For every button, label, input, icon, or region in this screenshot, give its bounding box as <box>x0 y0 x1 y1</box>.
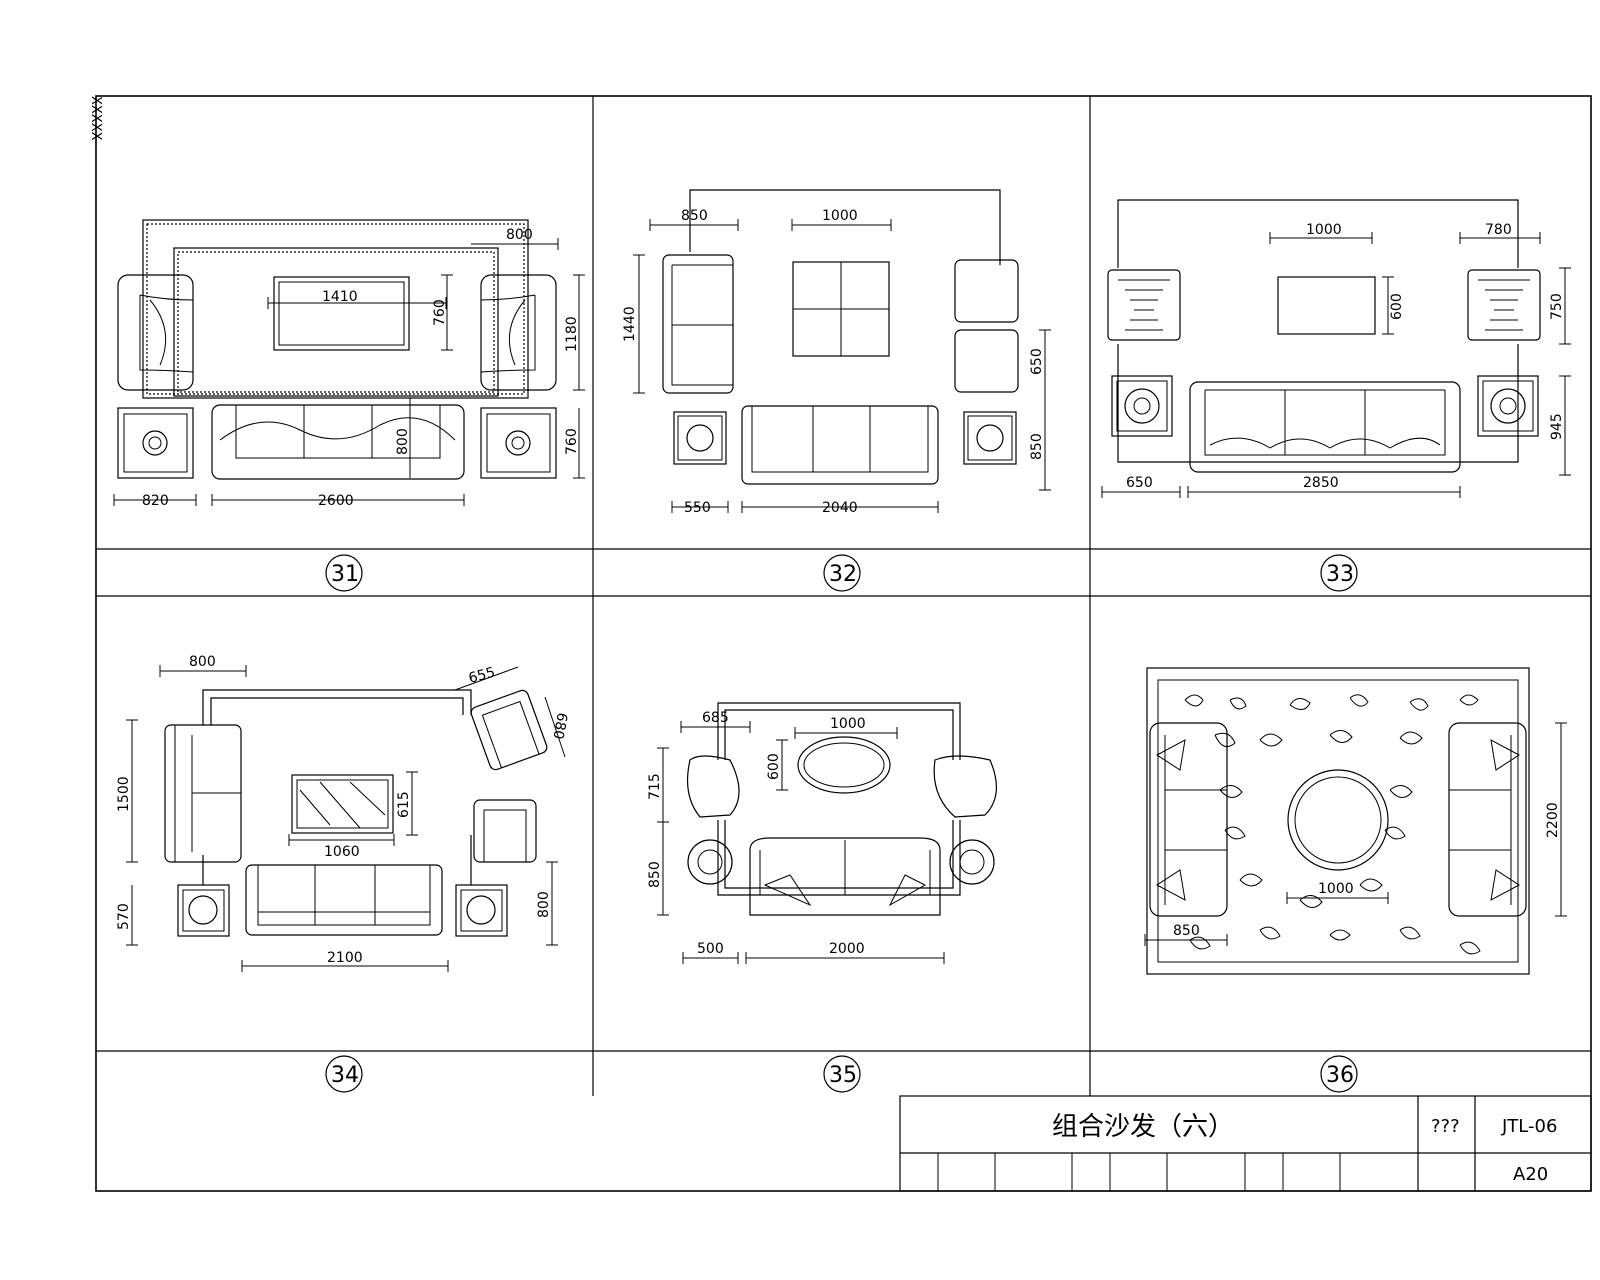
dim-32-left-sofa-length: 1440 <box>622 306 638 342</box>
dim-31-side-table-width: 820 <box>142 493 169 509</box>
dim-33-table-depth: 600 <box>1389 293 1405 320</box>
dim-31-side-table-height: 760 <box>564 428 580 455</box>
dim-31-rug-offset: 800 <box>506 227 533 243</box>
panel-36-number-circle <box>1320 1055 1358 1093</box>
drawing-number: JTL-06 <box>1501 1116 1557 1137</box>
dim-36-sofa-length: 2200 <box>1545 802 1561 838</box>
dim-32-left-sofa-width: 850 <box>681 208 708 224</box>
panel-33-drawing <box>1101 199 1571 498</box>
dim-34-table-width: 1060 <box>324 844 360 860</box>
dim-31-sofa-depth-center: 800 <box>395 428 411 455</box>
dim-34-chair-depth: 680 <box>549 711 569 740</box>
panel-35-number-circle <box>823 1055 861 1093</box>
dim-34-chair-width: 655 <box>467 664 497 686</box>
dim-36-sofa-depth: 850 <box>1173 923 1200 939</box>
sheet-frame <box>95 95 1592 1192</box>
dim-33-side-table-width: 650 <box>1126 475 1153 491</box>
panel-36-number: 36 <box>1326 1063 1354 1088</box>
panel-34-drawing <box>126 665 566 972</box>
dim-32-table-width: 1000 <box>822 208 858 224</box>
dim-36-table-diameter: 1000 <box>1318 881 1354 897</box>
dim-32-side-table-width: 550 <box>684 500 711 516</box>
dim-33-armchair-depth: 750 <box>1549 293 1565 320</box>
dim-35-side-table-width: 500 <box>697 941 724 957</box>
panel-35-drawing <box>657 702 997 964</box>
panel-33-number: 33 <box>1326 562 1354 587</box>
panel-32-number: 32 <box>829 562 857 587</box>
title-block-mark: ??? <box>1431 1116 1460 1137</box>
panel-36-drawing <box>1144 667 1567 975</box>
dim-32-sofa-width: 2040 <box>822 500 858 516</box>
dim-32-sofa-depth: 850 <box>1029 433 1045 460</box>
dim-31-sofa-width: 2600 <box>318 493 354 509</box>
dim-34-sofa-depth: 800 <box>536 891 552 918</box>
dim-35-table-width: 1000 <box>830 716 866 732</box>
dim-33-table-width: 1000 <box>1306 222 1342 238</box>
panel-32-dimensions: 850 1000 1440 650 850 550 2040 <box>622 208 1045 516</box>
dim-34-side-table-height: 570 <box>116 903 132 930</box>
panel-35-number: 35 <box>829 1063 857 1088</box>
panel-33-dimensions: 1000 780 600 750 945 650 2850 <box>1126 222 1565 491</box>
sheet-number: A20 <box>1513 1164 1548 1185</box>
dim-35-sofa-depth: 850 <box>647 861 663 888</box>
panel-31-number: 31 <box>331 562 359 587</box>
dim-33-sofa-depth: 945 <box>1549 413 1565 440</box>
dim-35-sofa-width: 2000 <box>829 941 865 957</box>
dim-35-armchair-width: 685 <box>702 710 729 726</box>
dim-35-armchair-depth: 715 <box>647 773 663 800</box>
panel-31-number-circle <box>325 554 363 592</box>
dim-34-sofa-width: 2100 <box>327 950 363 966</box>
drawing-title: 组合沙发（六） <box>1052 1112 1234 1142</box>
dim-34-left-sofa-width: 800 <box>189 654 216 670</box>
panel-32-number-circle <box>823 554 861 592</box>
panel-32-drawing <box>633 189 1051 513</box>
panel-34-number-circle <box>325 1055 363 1093</box>
dim-31-chair-height: 1180 <box>564 316 580 352</box>
panel-36-dimensions: 2200 1000 850 <box>1173 802 1561 939</box>
panel-34-number: 34 <box>331 1063 359 1088</box>
panel-33-number-circle <box>1320 554 1358 592</box>
dim-31-table-depth: 760 <box>432 299 448 326</box>
dim-34-table-depth: 615 <box>396 791 412 818</box>
dim-33-armchair-width: 780 <box>1485 222 1512 238</box>
panel-31-dimensions: 1410 760 800 1180 800 760 820 2600 <box>142 227 580 509</box>
panel-35-dimensions: 685 1000 715 600 850 500 2000 <box>647 710 866 957</box>
dim-35-table-depth: 600 <box>766 753 782 780</box>
title-block <box>899 1095 1592 1192</box>
dim-33-sofa-width: 2850 <box>1303 475 1339 491</box>
dim-32-chair-depth: 650 <box>1029 348 1045 375</box>
dim-31-table-width: 1410 <box>322 289 358 305</box>
dim-34-left-sofa-length: 1500 <box>116 776 132 812</box>
panel-31-drawing <box>113 219 585 506</box>
panel-34-dimensions: 800 655 680 1500 615 1060 570 800 2100 <box>116 654 570 966</box>
